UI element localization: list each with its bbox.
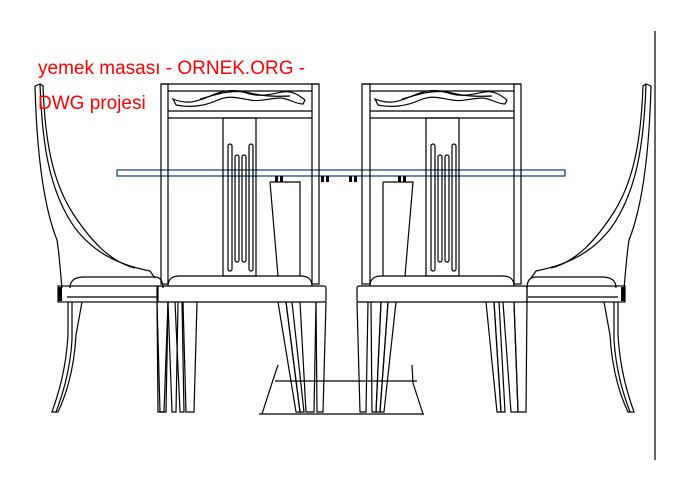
- table-pedestal-left: [261, 181, 301, 415]
- chair-side-left: [34, 83, 169, 413]
- table-top: [116, 169, 566, 177]
- table-pedestal-right: [382, 181, 424, 415]
- chair-back-right: [356, 83, 528, 413]
- watermark-title: yemek masası - ORNEK.ORG -: [38, 58, 306, 79]
- chair-side-right: [526, 83, 652, 413]
- table-base: [259, 380, 424, 415]
- watermark-subtitle: DWG projesi: [38, 93, 146, 114]
- chair-back-left: [156, 83, 327, 413]
- table-brackets: [275, 176, 406, 182]
